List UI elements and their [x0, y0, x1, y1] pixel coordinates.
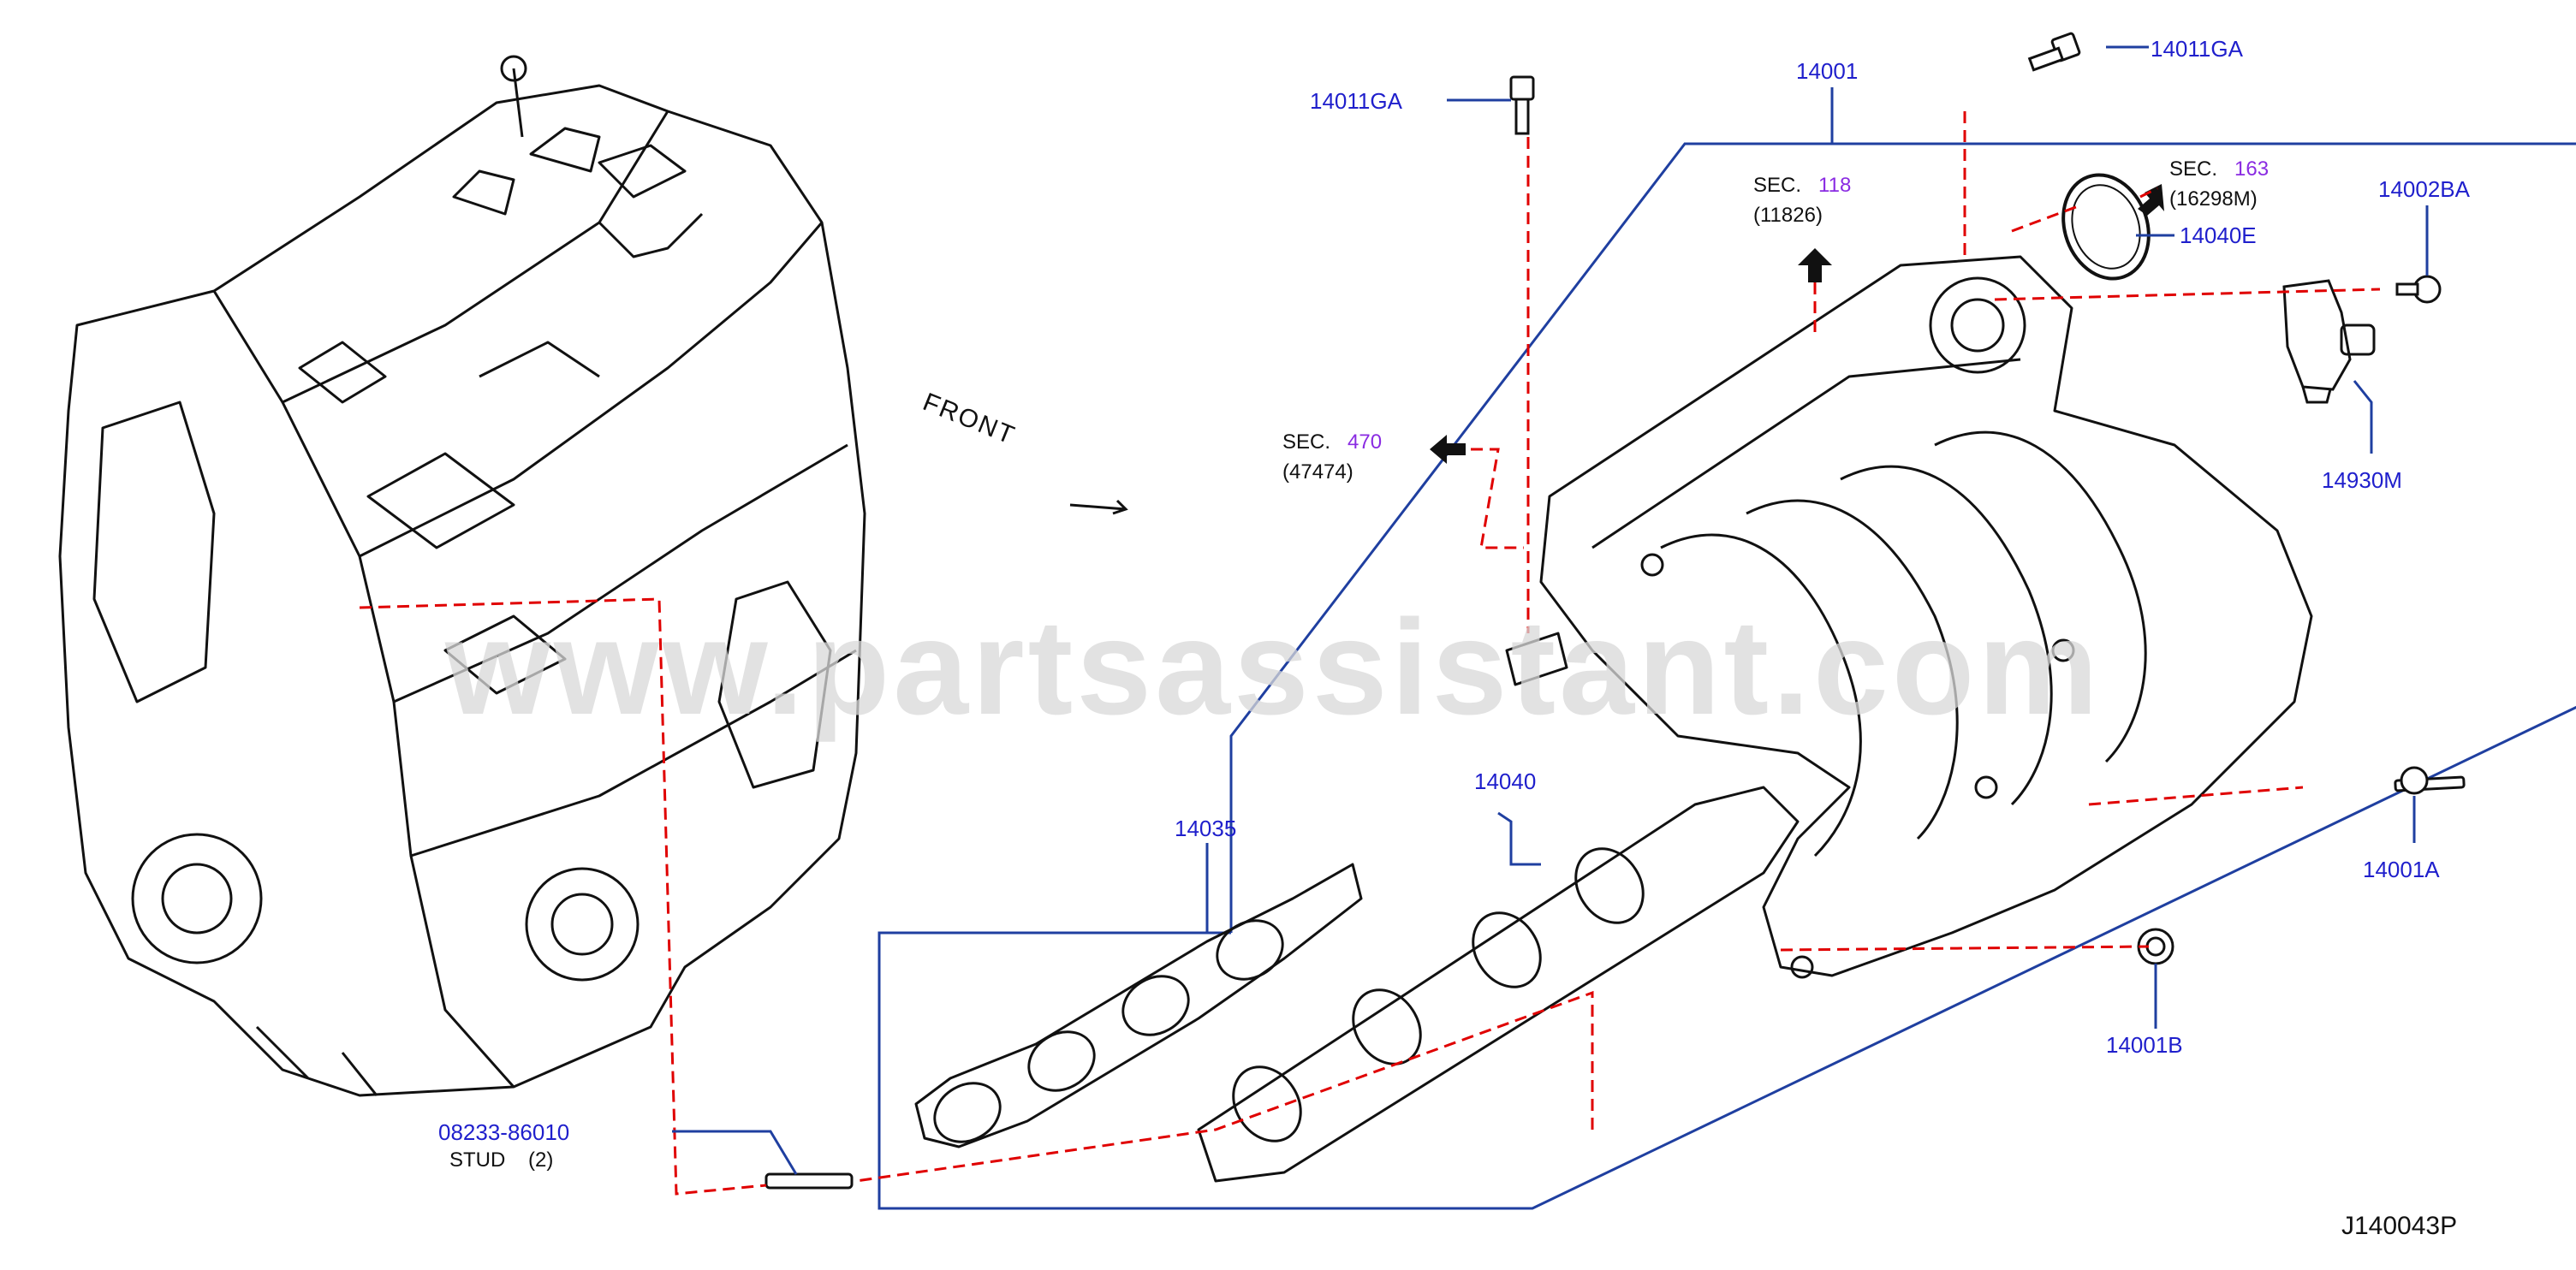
- diagram-id: J140043P: [2341, 1212, 2458, 1240]
- callout-14035[interactable]: 14035: [1175, 816, 1237, 841]
- callout-14002ba[interactable]: 14002BA: [2378, 176, 2470, 202]
- section-prefix: SEC.: [1282, 430, 1331, 454]
- section-number: 470: [1347, 430, 1383, 454]
- stud-name: STUD: [449, 1148, 506, 1172]
- engine-block-illustration: [58, 55, 866, 1097]
- dashed-leaders: [359, 111, 2381, 1196]
- callout-14011ga-upper-left[interactable]: 14011GA: [1310, 88, 1402, 114]
- section-number: 118: [1818, 174, 1852, 197]
- section-ref-163[interactable]: SEC. 163: [2169, 159, 2269, 180]
- fastener-illustrations: [764, 32, 2466, 1190]
- sensor-illustration: [2282, 279, 2376, 404]
- callout-14040e[interactable]: 14040E: [2180, 223, 2257, 248]
- section-sub-ref-470: (47474): [1282, 460, 1353, 484]
- intake-manifold-illustration: [1505, 255, 2313, 979]
- stud-note: STUD (2): [449, 1150, 553, 1171]
- group-frame: [878, 142, 2576, 1210]
- section-arrows: [1069, 184, 2164, 515]
- o-ring-inner: [2071, 184, 2141, 270]
- callout-14001a[interactable]: 14001A: [2363, 857, 2440, 882]
- callout-14011ga-upper-right[interactable]: 14011GA: [2151, 36, 2243, 62]
- section-ref-470[interactable]: SEC. 470: [1282, 432, 1382, 453]
- section-sub-ref-118: (11826): [1753, 204, 1823, 227]
- callout-leaders: [672, 45, 2429, 1175]
- callout-stud-part-number[interactable]: 08233-86010: [438, 1119, 570, 1145]
- callout-14001b[interactable]: 14001B: [2106, 1032, 2183, 1058]
- section-prefix: SEC.: [1753, 174, 1802, 197]
- section-sub-ref-163: (16298M): [2169, 187, 2258, 211]
- callout-14001[interactable]: 14001: [1796, 58, 1859, 84]
- callout-14930m[interactable]: 14930M: [2322, 467, 2402, 493]
- stud-qty: (2): [528, 1148, 554, 1172]
- watermark-text: www.partsassistant.com: [445, 592, 2102, 743]
- section-prefix: SEC.: [2169, 157, 2218, 181]
- o-ring-illustration: [2061, 173, 2151, 281]
- callout-14040[interactable]: 14040: [1474, 769, 1537, 794]
- gasket-14035-illustration: [914, 863, 1363, 1148]
- section-number: 163: [2234, 157, 2270, 181]
- gasket-14040-illustration: [1197, 786, 1800, 1183]
- section-ref-118[interactable]: SEC. 118: [1753, 175, 1851, 196]
